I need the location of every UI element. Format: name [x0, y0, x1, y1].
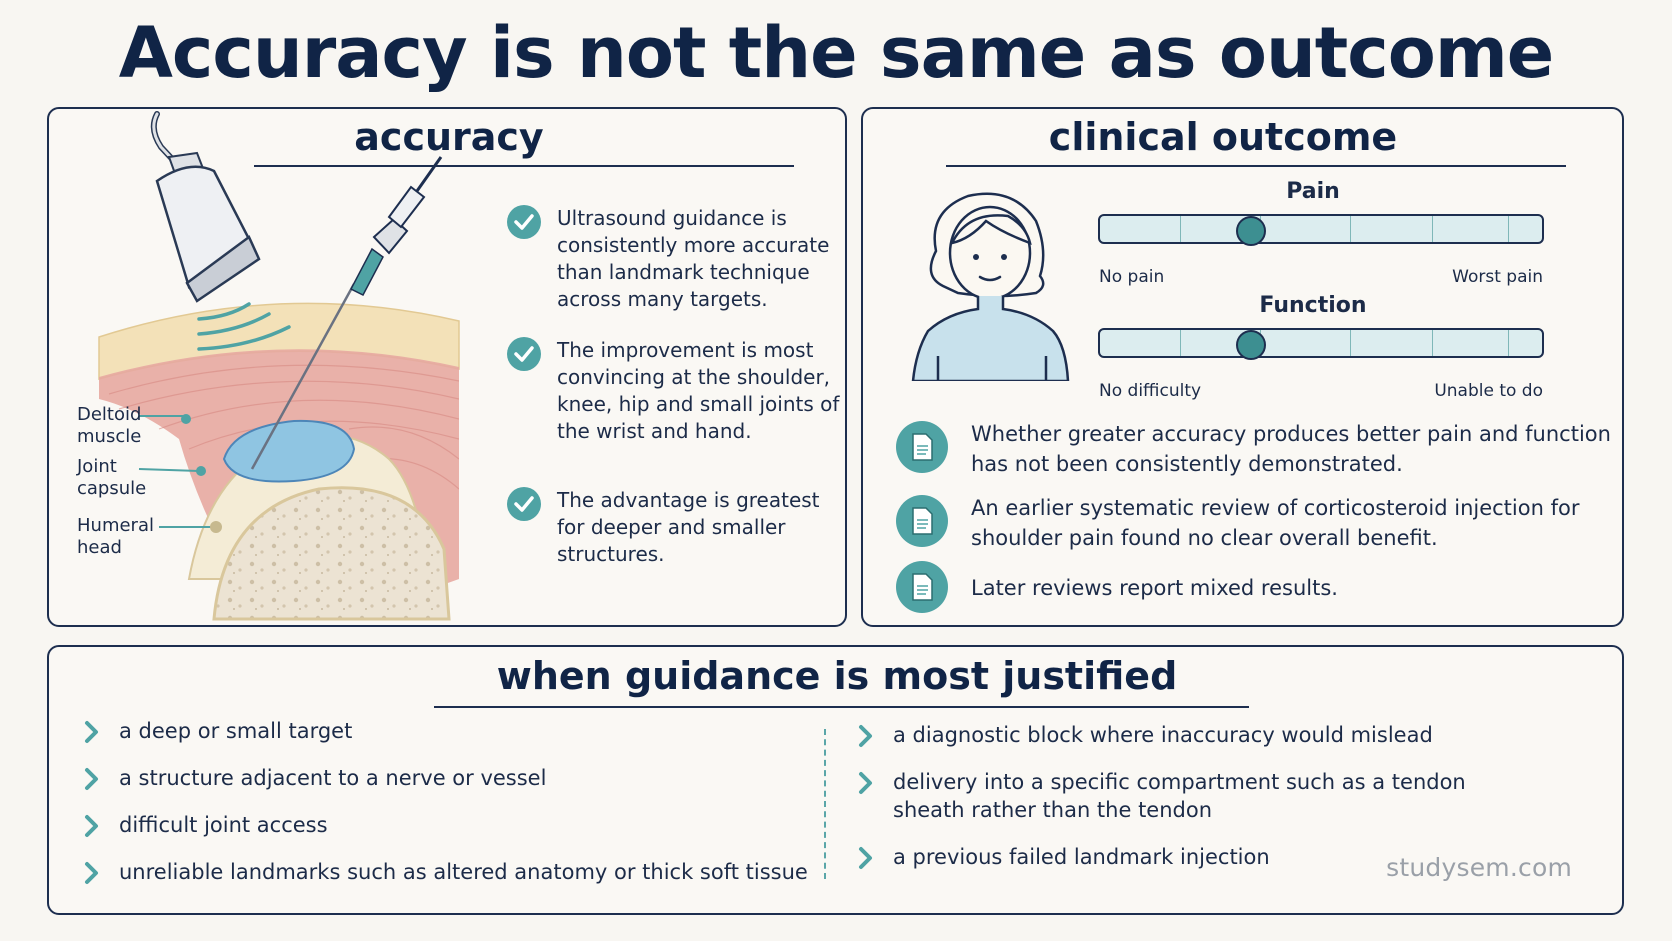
function-scale-title: Function — [1259, 293, 1367, 318]
shoulder-anatomy-illustration — [98, 111, 460, 621]
accuracy-heading-rule — [254, 165, 794, 167]
function-scale-low-label: No difficulty — [1099, 381, 1202, 401]
function-scale-tick — [1350, 330, 1351, 356]
guidance-heading: when guidance is most justified — [496, 654, 1178, 698]
function-scale-tick — [1432, 330, 1433, 356]
ultrasound-probe-icon — [150, 111, 261, 303]
pain-scale-tick — [1508, 216, 1509, 242]
needle-icon — [250, 156, 443, 470]
guidance-left-text: a deep or small target — [119, 719, 353, 743]
guidance-right-text: a diagnostic block where inaccuracy woul… — [893, 723, 1433, 747]
guidance-panel: when guidance is most justified a deep o… — [47, 645, 1624, 915]
person-icon — [911, 192, 1070, 381]
accuracy-point-text: The improvement is most convincing at th… — [557, 338, 840, 443]
capsule-leader — [138, 468, 200, 472]
chevron-right-icon — [85, 721, 98, 743]
function-scale-marker — [1235, 330, 1266, 360]
label-humeral-head: Humeral head — [77, 515, 154, 558]
pain-scale-title: Pain — [1286, 179, 1340, 204]
accuracy-panel: accuracy — [47, 107, 847, 627]
page-title: Accuracy is not the same as outcome — [118, 12, 1555, 94]
label-joint-capsule: Joint capsule — [77, 456, 147, 499]
pain-scale-low-label: No pain — [1099, 267, 1165, 287]
chevron-right-icon — [85, 768, 98, 790]
guidance-left-text: unreliable landmarks such as altered ana… — [119, 860, 808, 884]
document-icon — [896, 561, 948, 613]
guidance-left-text: difficult joint access — [119, 813, 328, 837]
outcome-point-text: Whether greater accuracy produces better… — [971, 422, 1611, 476]
ultrasound-wave-icon — [197, 302, 291, 351]
chevron-right-icon — [859, 725, 872, 747]
column-divider — [824, 729, 826, 879]
pain-scale-high-label: Worst pain — [1452, 267, 1543, 287]
pain-scale-tick — [1432, 216, 1433, 242]
function-scale — [1098, 328, 1544, 358]
watermark: studysem.com — [1386, 853, 1572, 882]
guidance-right-text: a previous failed landmark injection — [893, 845, 1270, 869]
guidance-heading-rule — [434, 706, 1249, 708]
accuracy-point-text: Ultrasound guidance is consistently more… — [557, 206, 830, 311]
chevron-right-icon — [859, 847, 872, 869]
label-deltoid-muscle: Deltoid muscle — [77, 404, 142, 447]
document-icon — [896, 495, 948, 547]
check-icon — [507, 205, 541, 239]
accuracy-heading: accuracy — [354, 115, 544, 159]
document-icon — [896, 421, 948, 473]
pain-scale-tick — [1350, 216, 1351, 242]
function-scale-high-label: Unable to do — [1434, 381, 1543, 401]
outcome-heading-rule — [946, 165, 1566, 167]
outcome-point-text: An earlier systematic review of corticos… — [971, 496, 1580, 550]
pain-scale-marker — [1235, 216, 1266, 246]
pain-scale-tick — [1180, 216, 1181, 242]
function-scale-tick — [1508, 330, 1509, 356]
chevron-right-icon — [859, 772, 872, 794]
guidance-right-text: delivery into a specific compartment suc… — [893, 770, 1466, 822]
check-icon — [507, 487, 541, 521]
chevron-right-icon — [85, 862, 98, 884]
chevron-right-icon — [85, 815, 98, 837]
guidance-left-text: a structure adjacent to a nerve or vesse… — [119, 766, 547, 790]
pain-scale — [1098, 214, 1544, 244]
accuracy-point-text: The advantage is greatest for deeper and… — [557, 488, 820, 566]
outcome-heading: clinical outcome — [1048, 115, 1398, 159]
outcome-point-text: Later reviews report mixed results. — [971, 576, 1338, 600]
check-icon — [507, 337, 541, 371]
function-scale-tick — [1180, 330, 1181, 356]
outcome-panel: clinical outcome Pain No pain Worst pain… — [861, 107, 1624, 627]
